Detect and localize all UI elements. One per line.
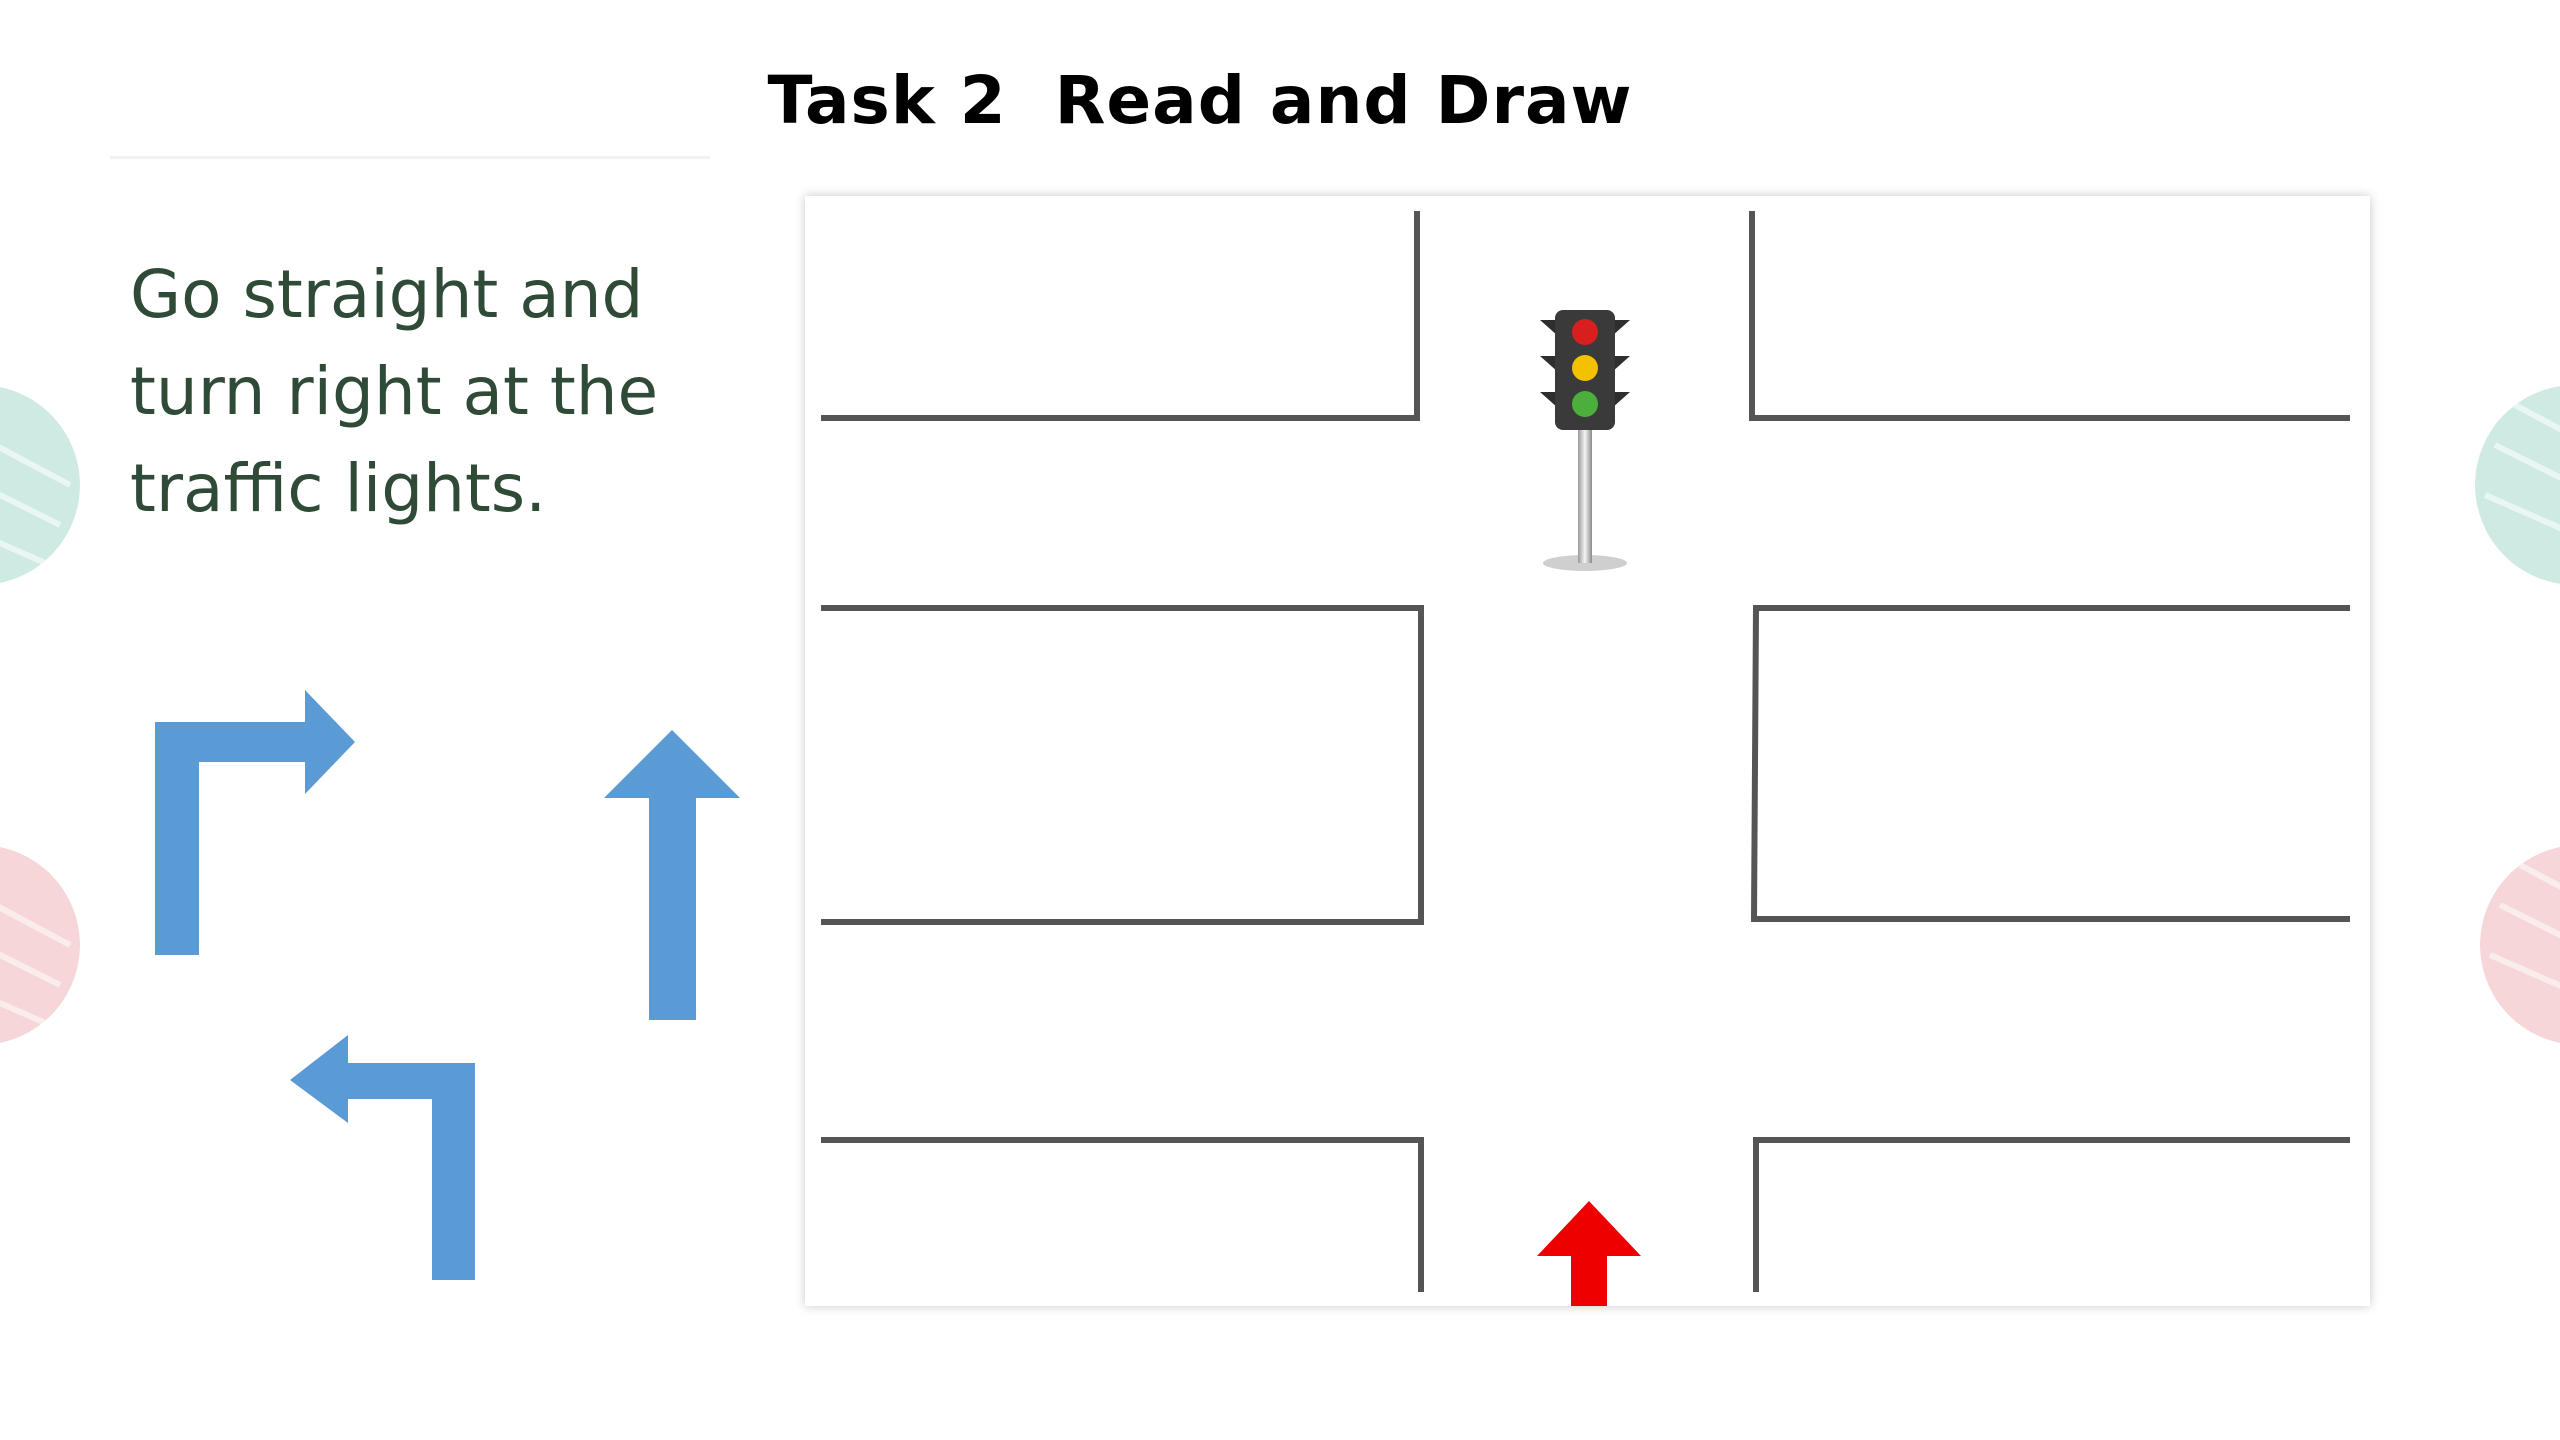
turn-left-arrow-icon[interactable]	[290, 1035, 475, 1280]
decorative-circle-teal-left	[0, 387, 80, 583]
road-edge	[1749, 211, 2350, 421]
go-straight-arrow-icon[interactable]	[600, 730, 745, 1020]
page-title: Task 2 Read and Draw	[767, 62, 1633, 139]
decorative-circle-pink-left	[0, 847, 80, 1043]
decorative-circle-teal-right	[2475, 386, 2560, 584]
road-edge	[821, 1137, 1424, 1292]
road-edge	[1750, 605, 2350, 922]
start-arrow-icon[interactable]	[1537, 1201, 1641, 1306]
road-edge	[821, 605, 1424, 925]
traffic-light-icon[interactable]	[1530, 308, 1640, 578]
divider-line	[110, 156, 710, 159]
instruction-text: Go straight and turn right at the traffi…	[130, 256, 659, 527]
decorative-circle-pink-right	[2480, 847, 2560, 1043]
road-edge	[1753, 1137, 2350, 1292]
turn-right-arrow-icon[interactable]	[155, 690, 365, 955]
road-edge	[821, 211, 1420, 421]
road-map	[805, 196, 2370, 1306]
road-lines	[821, 211, 2350, 1292]
